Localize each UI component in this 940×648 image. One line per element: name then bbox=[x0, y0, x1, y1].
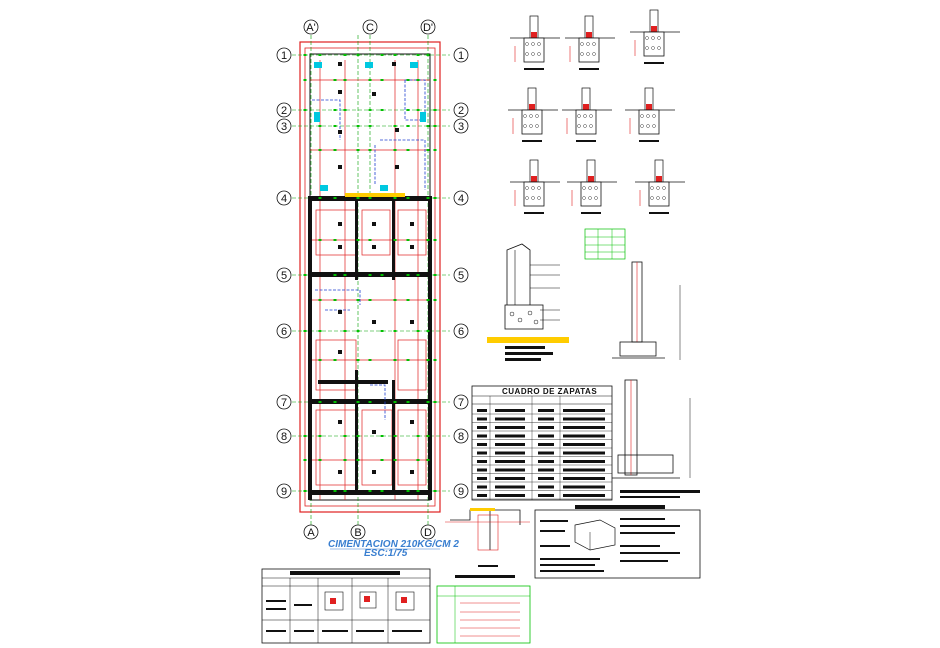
axis-label: 8 bbox=[458, 431, 464, 443]
axis-bubble-left: 9 bbox=[276, 483, 292, 499]
axis-bubble-left: 3 bbox=[276, 118, 292, 134]
axis-bubble-left: 6 bbox=[276, 323, 292, 339]
axis-bubble-right: 4 bbox=[453, 190, 469, 206]
table-row bbox=[472, 468, 612, 474]
axis-label: 5 bbox=[458, 270, 464, 282]
table-row bbox=[472, 409, 612, 415]
axis-bubble-right: 9 bbox=[453, 483, 469, 499]
footing-section bbox=[625, 87, 675, 142]
axis-label: B bbox=[354, 527, 361, 539]
axis-label: A' bbox=[306, 22, 315, 34]
table-row bbox=[472, 494, 612, 500]
axis-bubble-left: 2 bbox=[276, 102, 292, 118]
axis-label: A bbox=[307, 527, 315, 539]
axis-label: 8 bbox=[281, 431, 287, 443]
axis-label: 4 bbox=[281, 193, 287, 205]
axis-bubble-right: 5 bbox=[453, 267, 469, 283]
table-row bbox=[472, 460, 612, 466]
footing-table: CUADRO DE ZAPATAS bbox=[471, 385, 613, 501]
axis-bubble-right: 6 bbox=[453, 323, 469, 339]
axis-label: 9 bbox=[281, 486, 287, 498]
bottom-detail-table bbox=[261, 568, 431, 644]
axis-bubble-right: 7 bbox=[453, 394, 469, 410]
axis-label: 5 bbox=[281, 270, 287, 282]
green-legend-box bbox=[436, 585, 531, 644]
table-row bbox=[472, 434, 612, 440]
axis-label: 1 bbox=[281, 50, 287, 62]
isometric-footing-notes bbox=[534, 505, 701, 579]
axis-bubble-left: 5 bbox=[276, 267, 292, 283]
axis-bubble-right: 1 bbox=[453, 47, 469, 63]
plan-scale-text: ESC:1/75 bbox=[364, 548, 408, 559]
axis-bubble-right: 2 bbox=[453, 102, 469, 118]
footing-section bbox=[508, 87, 558, 142]
axis-label: 1 bbox=[458, 50, 464, 62]
footing-section bbox=[630, 9, 680, 64]
axis-bubble-left: 7 bbox=[276, 394, 292, 410]
axis-bubble-top: C bbox=[362, 19, 378, 35]
plan-title: CIMENTACION 210KG/CM 2 ESC:1/75 bbox=[328, 539, 459, 559]
table-row bbox=[472, 485, 612, 491]
small-legend bbox=[584, 228, 626, 260]
foundation-plan bbox=[292, 35, 450, 525]
footing-section bbox=[635, 159, 685, 214]
axis-bubble-left: 1 bbox=[276, 47, 292, 63]
axis-label: 6 bbox=[281, 326, 287, 338]
footing-section bbox=[510, 15, 560, 70]
table-row bbox=[472, 443, 612, 449]
table-row bbox=[472, 417, 612, 423]
footing-section bbox=[567, 159, 617, 214]
footing-table-title: CUADRO DE ZAPATAS bbox=[502, 387, 597, 396]
axis-bubble-right: 3 bbox=[453, 118, 469, 134]
axis-bubble-right: 8 bbox=[453, 428, 469, 444]
column-elevation-details bbox=[610, 261, 700, 498]
axis-label: 7 bbox=[281, 397, 287, 409]
axis-bubble-top: D' bbox=[420, 19, 436, 35]
axis-label: 6 bbox=[458, 326, 464, 338]
footing-section bbox=[510, 159, 560, 214]
axis-label: D bbox=[424, 527, 432, 539]
wall-isometric-detail bbox=[487, 243, 569, 361]
table-row bbox=[472, 451, 612, 457]
axis-bubble-bottom: A bbox=[303, 524, 319, 540]
plan-title-text: CIMENTACION 210KG/CM 2 bbox=[328, 539, 459, 550]
footing-section-details bbox=[508, 9, 685, 214]
footing-section bbox=[565, 15, 615, 70]
axis-label: C bbox=[366, 22, 374, 34]
axis-bubbles: A' C D' A B D 1 1 2 2 3 3 4 4 5 5 6 6 7 7 8 8 9 9 bbox=[276, 19, 469, 540]
axis-bubble-left: 8 bbox=[276, 428, 292, 444]
axis-label: 7 bbox=[458, 397, 464, 409]
axis-label: D' bbox=[423, 22, 433, 34]
footing-section bbox=[562, 87, 612, 142]
axis-bubble-left: 4 bbox=[276, 190, 292, 206]
axis-label: 2 bbox=[458, 105, 464, 117]
axis-bubble-top: A' bbox=[303, 19, 319, 35]
table-row bbox=[472, 477, 612, 483]
step-footing-detail bbox=[445, 508, 530, 578]
axis-label: 3 bbox=[281, 121, 287, 133]
axis-bubble-bottom: B bbox=[350, 524, 366, 540]
axis-label: 4 bbox=[458, 193, 464, 205]
axis-label: 3 bbox=[458, 121, 464, 133]
table-row bbox=[472, 426, 612, 432]
axis-label: 9 bbox=[458, 486, 464, 498]
axis-bubble-bottom: D bbox=[420, 524, 436, 540]
axis-label: 2 bbox=[281, 105, 287, 117]
